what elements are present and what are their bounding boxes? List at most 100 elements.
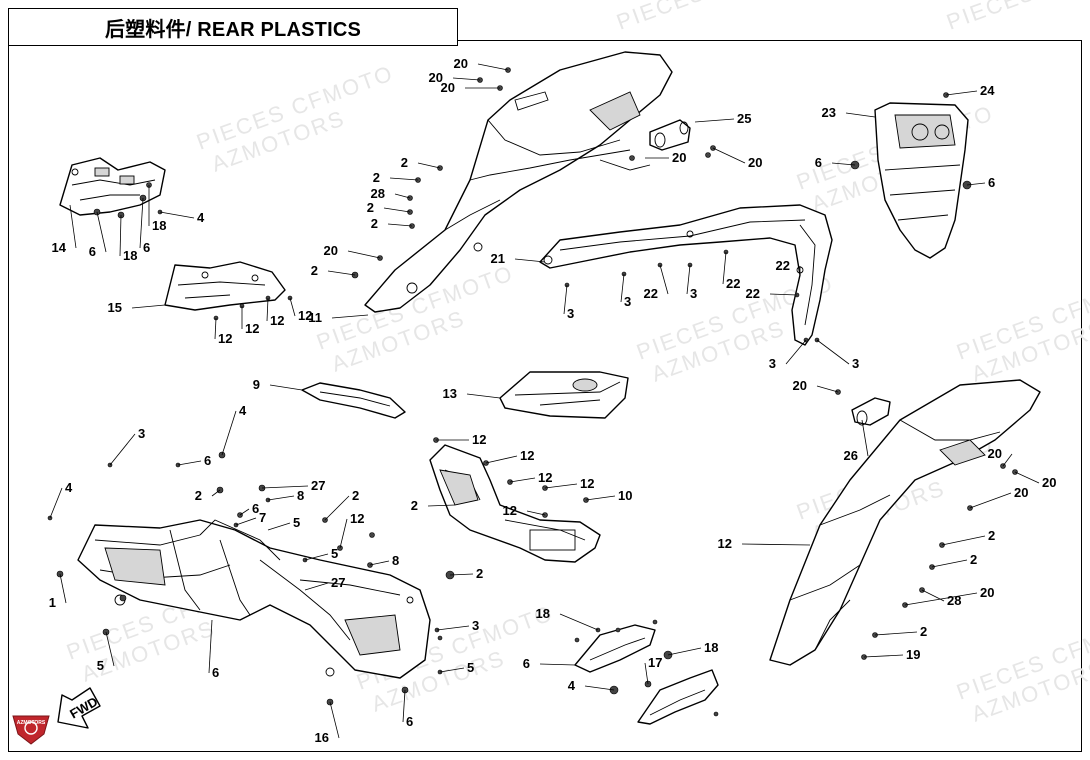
callout-leader-line bbox=[816, 385, 839, 393]
callout-label-28: 28 bbox=[947, 593, 961, 608]
callout-leader-line bbox=[417, 162, 441, 169]
callout-leader-line bbox=[741, 543, 811, 546]
callout-label-20: 20 bbox=[980, 585, 994, 600]
part-1-rear-frame-body bbox=[77, 519, 431, 679]
callout-leader-line bbox=[584, 685, 615, 691]
callout-leader-line bbox=[402, 689, 406, 723]
callout-leader-line bbox=[945, 90, 978, 96]
fwd-arrow-icon: FWD bbox=[57, 687, 101, 729]
callout-leader-line bbox=[327, 270, 356, 276]
callout-label-4: 4 bbox=[239, 403, 247, 418]
part-23-taillight bbox=[874, 102, 969, 259]
callout-label-2: 2 bbox=[367, 200, 374, 215]
callout-leader-line bbox=[563, 284, 568, 315]
callout-leader-line bbox=[620, 273, 625, 303]
callout-leader-line bbox=[1014, 471, 1040, 484]
callout-leader-line bbox=[966, 182, 986, 186]
callout-label-4: 4 bbox=[197, 210, 205, 225]
callout-leader-line bbox=[267, 522, 291, 531]
callout-label-2: 2 bbox=[401, 155, 408, 170]
title-box: 后塑料件/ REAR PLASTICS bbox=[8, 8, 458, 46]
callout-label-12: 12 bbox=[218, 331, 232, 346]
callout-leader-line bbox=[383, 207, 411, 213]
callout-leader-line bbox=[439, 667, 465, 673]
callout-label-6: 6 bbox=[523, 656, 530, 671]
callout-label-3: 3 bbox=[769, 356, 776, 371]
callout-leader-line bbox=[769, 293, 798, 296]
callout-leader-line bbox=[96, 211, 107, 253]
callout-label-2: 2 bbox=[311, 263, 318, 278]
callout-label-12: 12 bbox=[520, 448, 534, 463]
callout-label-24: 24 bbox=[980, 83, 995, 98]
part-10-storage-bin bbox=[429, 444, 601, 563]
callout-leader-line bbox=[941, 535, 986, 546]
callout-leader-line bbox=[427, 504, 456, 507]
callout-label-2: 2 bbox=[476, 566, 483, 581]
callout-leader-line bbox=[659, 264, 669, 295]
callout-leader-line bbox=[119, 214, 122, 257]
callout-label-2: 2 bbox=[988, 528, 995, 543]
callout-label-18: 18 bbox=[536, 606, 550, 621]
callout-label-20: 20 bbox=[988, 446, 1002, 461]
callout-label-3: 3 bbox=[852, 356, 859, 371]
callout-label-6: 6 bbox=[252, 501, 259, 516]
callout-label-20: 20 bbox=[748, 155, 762, 170]
callout-label-3: 3 bbox=[567, 306, 574, 321]
callout-leader-line bbox=[109, 433, 136, 466]
callout-label-22: 22 bbox=[776, 258, 790, 273]
callout-label-6: 6 bbox=[815, 155, 822, 170]
callout-label-28: 28 bbox=[371, 186, 385, 201]
callout-label-22: 22 bbox=[746, 286, 760, 301]
callout-leader-line bbox=[686, 264, 691, 295]
azmotors-logo-icon: AZMOTORS bbox=[12, 715, 50, 745]
callout-leader-line bbox=[105, 631, 115, 667]
callout-leader-line bbox=[304, 553, 329, 561]
callout-leader-line bbox=[667, 647, 702, 656]
callout-leader-line bbox=[816, 339, 850, 365]
callout-label-20: 20 bbox=[1042, 475, 1056, 490]
callout-leader-line bbox=[874, 631, 918, 636]
callout-leader-line bbox=[208, 619, 213, 674]
callout-label-16: 16 bbox=[315, 730, 329, 745]
watermark-text: PIECES CFMOTO bbox=[613, 0, 817, 35]
callout-leader-line bbox=[211, 489, 221, 497]
callout-leader-line bbox=[969, 492, 1012, 509]
callout-label-20: 20 bbox=[429, 70, 443, 85]
callout-leader-line bbox=[389, 177, 419, 181]
callout-leader-line bbox=[261, 485, 309, 489]
callout-label-6: 6 bbox=[143, 240, 150, 255]
callout-label-23: 23 bbox=[822, 105, 836, 120]
callout-label-6: 6 bbox=[89, 244, 96, 259]
callout-leader-line bbox=[269, 384, 303, 391]
callout-leader-line bbox=[221, 410, 237, 456]
callout-leader-line bbox=[559, 613, 599, 631]
callout-leader-line bbox=[845, 112, 876, 118]
callout-label-10: 10 bbox=[618, 488, 632, 503]
callout-leader-line bbox=[477, 63, 509, 71]
callout-label-2: 2 bbox=[411, 498, 418, 513]
callout-label-12: 12 bbox=[298, 308, 312, 323]
callout-label-5: 5 bbox=[97, 658, 104, 673]
part-17-trim bbox=[637, 669, 719, 725]
callout-leader-line bbox=[239, 508, 250, 516]
callout-leader-line bbox=[59, 573, 67, 604]
callout-label-20: 20 bbox=[441, 80, 455, 95]
callout-label-12: 12 bbox=[245, 321, 259, 336]
callout-leader-line bbox=[159, 211, 195, 219]
callout-leader-line bbox=[1002, 453, 1013, 467]
callout-label-11: 11 bbox=[308, 310, 322, 325]
callout-leader-line bbox=[289, 297, 296, 317]
callout-label-18: 18 bbox=[152, 218, 166, 233]
callout-label-20: 20 bbox=[672, 150, 686, 165]
part-9-cover bbox=[301, 382, 406, 419]
callout-leader-line bbox=[931, 559, 968, 568]
callout-label-20: 20 bbox=[1014, 485, 1028, 500]
callout-leader-line bbox=[266, 297, 269, 322]
part-25-bracket bbox=[649, 119, 691, 151]
callout-leader-line bbox=[466, 393, 501, 399]
callout-label-4: 4 bbox=[568, 678, 576, 693]
callout-leader-line bbox=[644, 662, 649, 685]
callout-label-14: 14 bbox=[52, 240, 67, 255]
part-14-bracket bbox=[59, 157, 166, 216]
